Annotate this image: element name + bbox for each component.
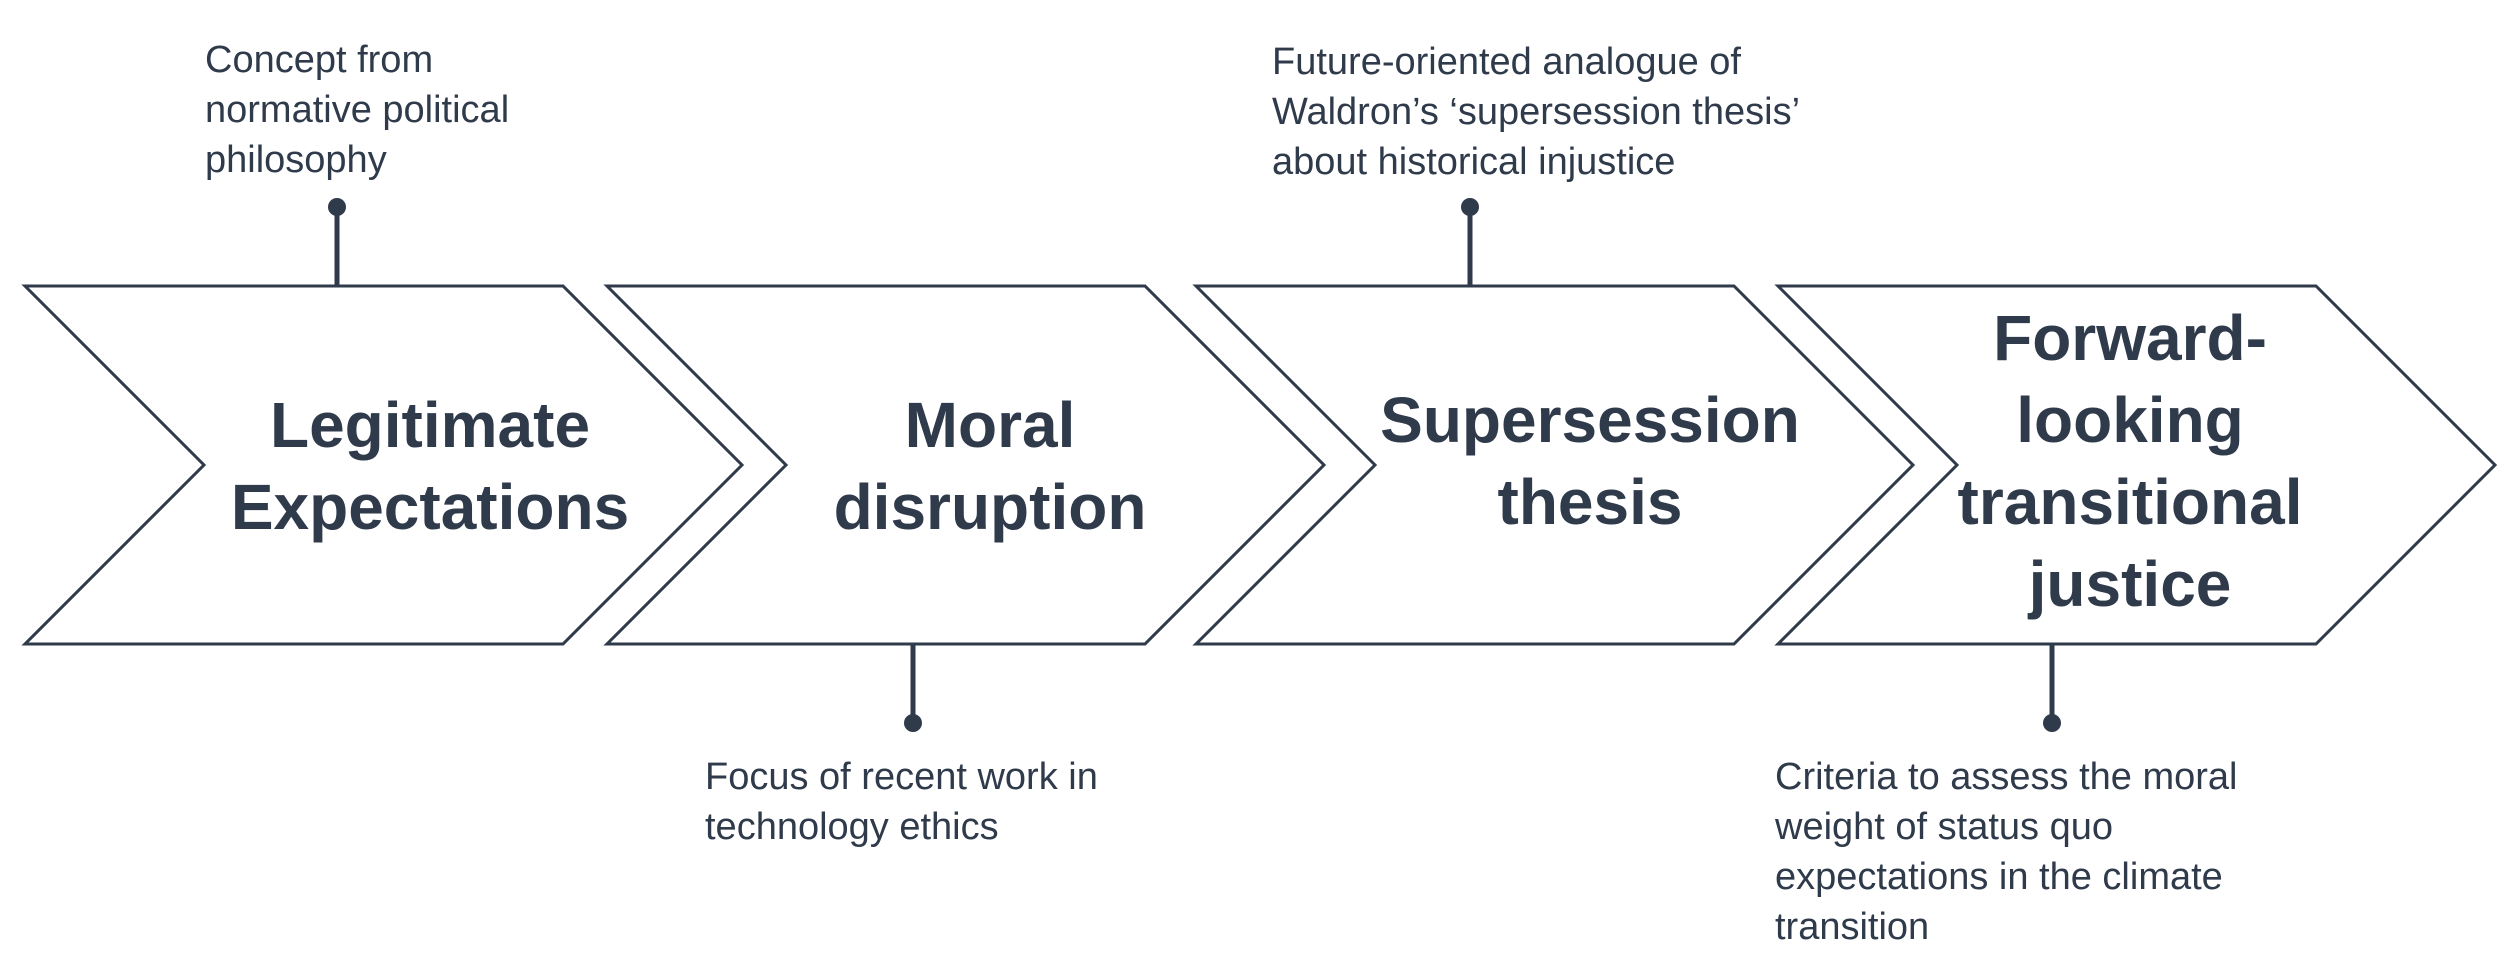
- chevron-step-2: [603, 284, 1327, 646]
- note-forward-looking-transitional-justice: Criteria to assess the moral weight of s…: [1775, 756, 2238, 948]
- step-title-moral-disruption: Moral disruption: [833, 389, 1147, 543]
- connector-dot-1: [328, 198, 346, 216]
- note-legitimate-expectations: Concept from normative political philoso…: [205, 39, 510, 181]
- note-supersession-thesis: Future-oriented analogue of Waldron’s ‘s…: [1272, 41, 1801, 183]
- chevron-step-4: [1774, 284, 2498, 646]
- connector-dot-2: [904, 714, 922, 732]
- step-title-forward-looking-transitional-justice: Forward- looking transitional justice: [1957, 302, 2303, 620]
- chevron-step-1: [21, 284, 745, 646]
- step-title-legitimate-expectations: Legitimate Expectations: [230, 389, 630, 543]
- connector-dot-4: [2043, 714, 2061, 732]
- step-title-supersession-thesis: Supersession thesis: [1380, 384, 1800, 538]
- note-moral-disruption: Focus of recent work in technology ethic…: [705, 756, 1098, 848]
- chevron-step-3: [1192, 284, 1916, 646]
- connector-dot-3: [1461, 198, 1479, 216]
